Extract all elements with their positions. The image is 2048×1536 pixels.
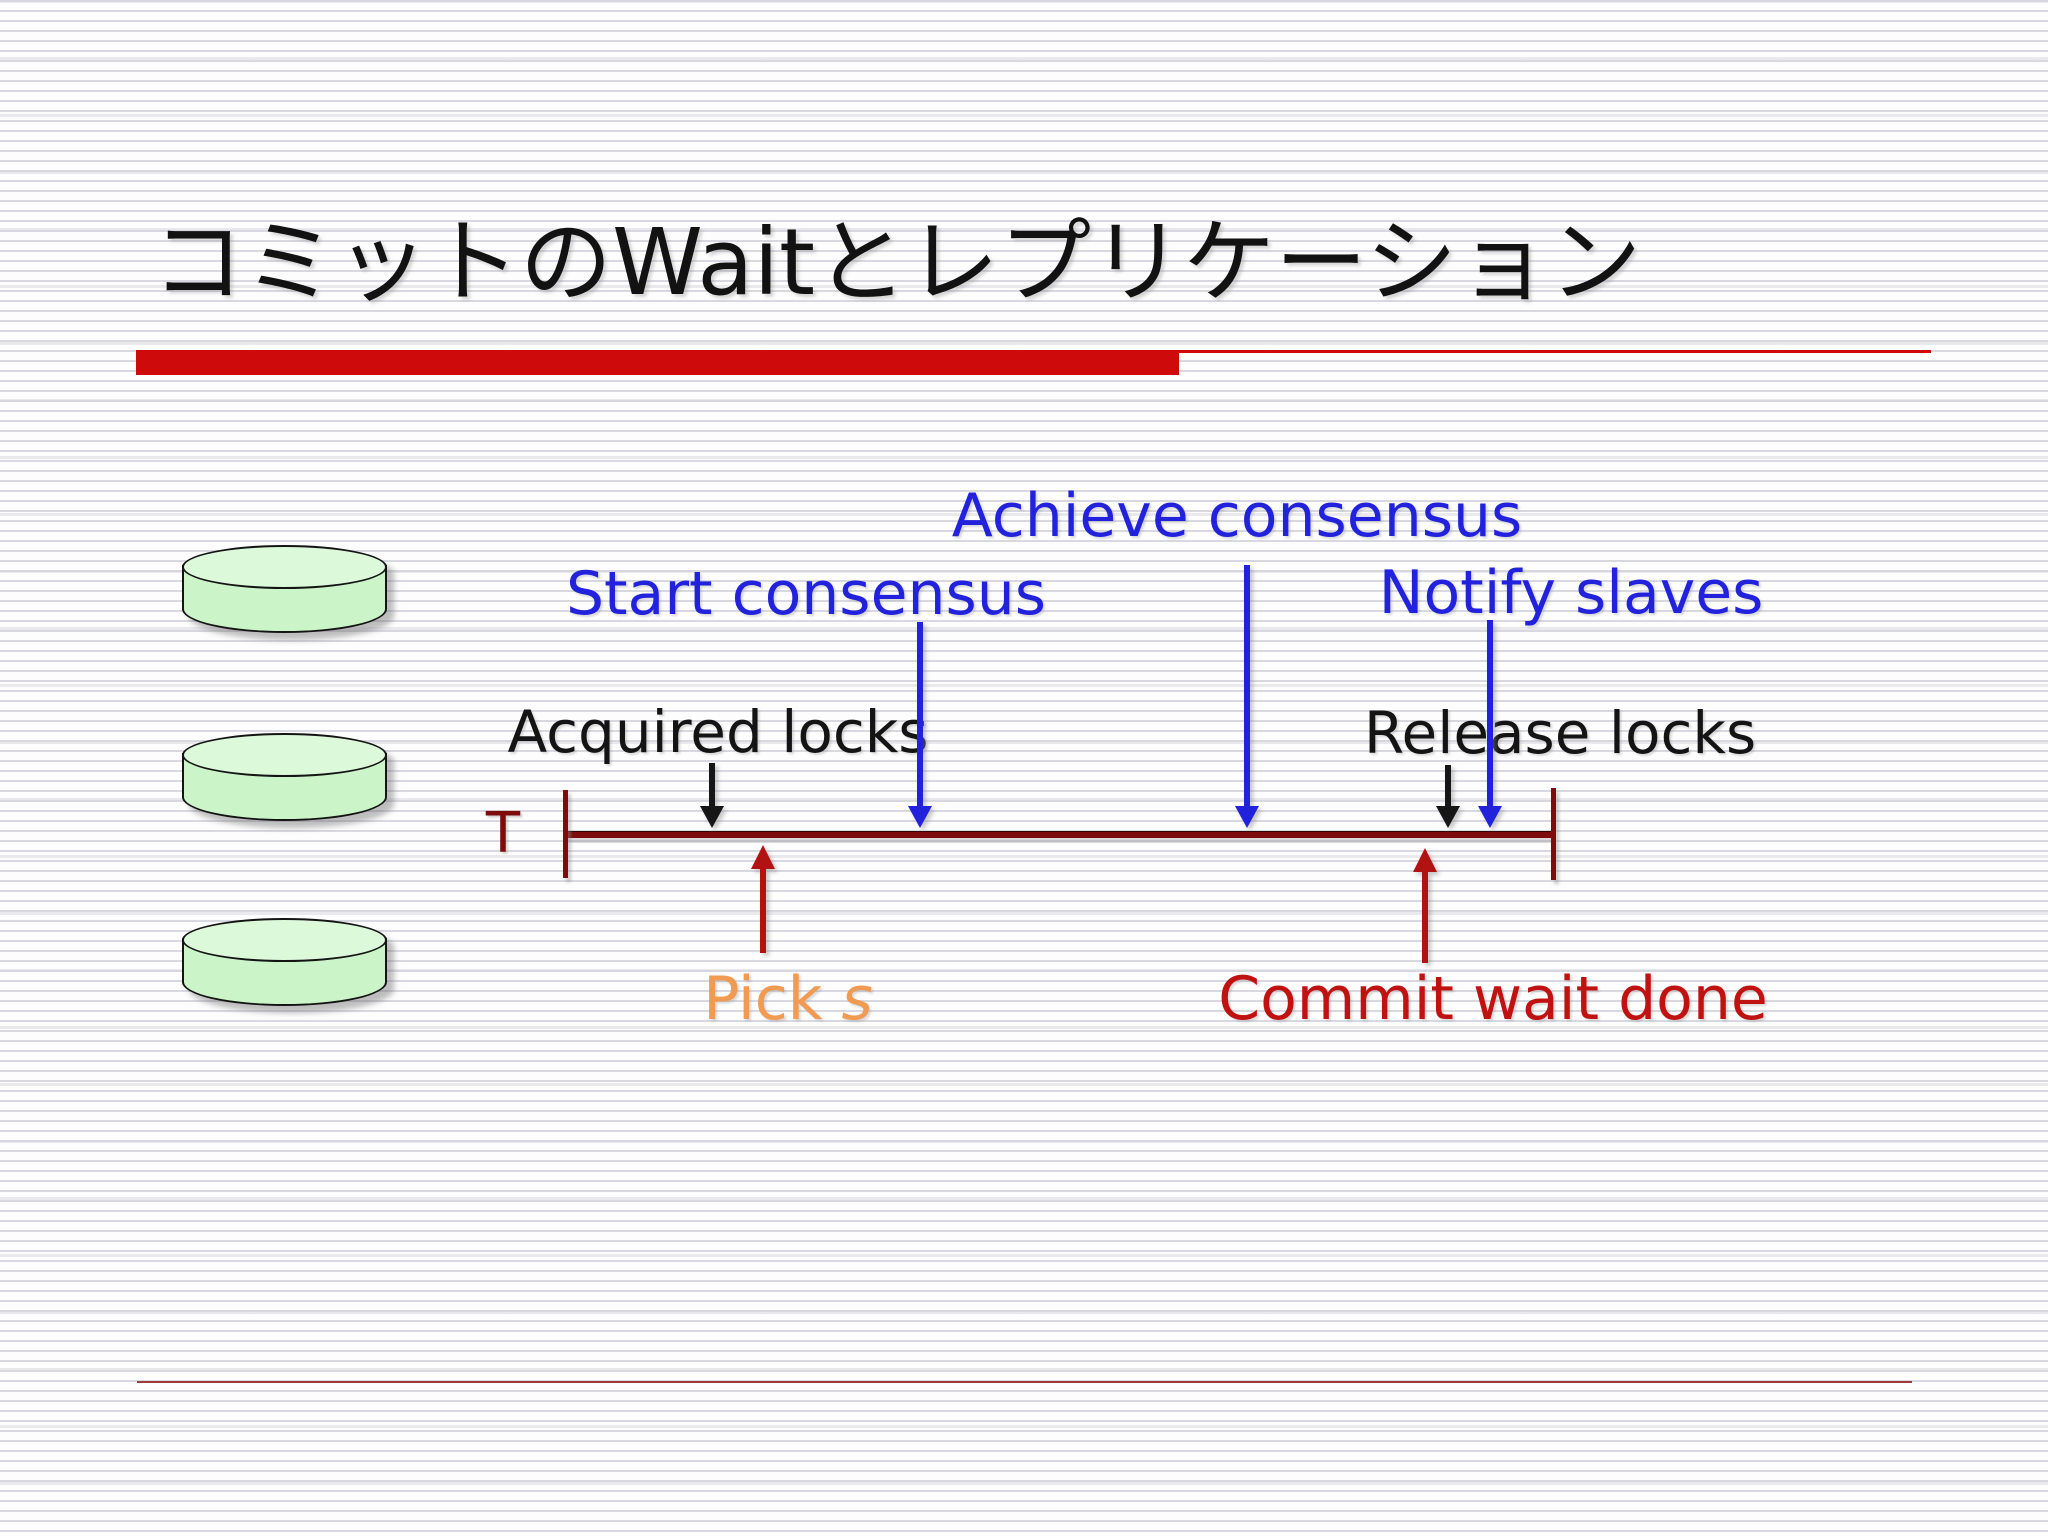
cylinder-top-face: [182, 545, 387, 589]
arrow-head-down: [1478, 806, 1502, 828]
cylinder-top-face: [182, 733, 387, 777]
arrow-head-down: [1235, 806, 1259, 828]
arrow-shaft: [917, 622, 923, 806]
commit-wait-done-label: Commit wait done: [1218, 964, 1768, 1034]
arrow-head-down: [1436, 806, 1460, 828]
acquired-locks-label: Acquired locks: [507, 698, 929, 766]
release-locks-arrow-icon: [1436, 765, 1460, 828]
arrow-shaft: [1487, 620, 1493, 806]
timeline-axis-label: T: [485, 801, 521, 866]
arrow-head-down: [908, 806, 932, 828]
start-consensus-label: Start consensus: [565, 559, 1047, 629]
arrow-head-down: [700, 806, 724, 828]
arrow-shaft: [1244, 565, 1250, 806]
pick-s-label-prefix: Pick: [703, 964, 842, 1034]
arrow-head-up: [1413, 848, 1437, 872]
commit-wait-done-arrow-icon: [1413, 848, 1437, 963]
timeline-end-tick: [1551, 788, 1556, 880]
arrow-shaft: [760, 869, 766, 953]
pick-s-arrow-icon: [751, 845, 775, 953]
notify-slaves-arrow-icon: [1478, 620, 1502, 828]
pick-s-label: Pick s: [703, 969, 873, 1029]
database-cylinder-icon: [182, 918, 387, 1008]
arrow-shaft: [1422, 872, 1428, 963]
release-locks-label: Release locks: [1363, 699, 1757, 767]
arrow-head-up: [751, 845, 775, 869]
achieve-consensus-label: Achieve consensus: [951, 481, 1523, 551]
notify-slaves-label: Notify slaves: [1378, 558, 1764, 628]
start-consensus-arrow-icon: [908, 622, 932, 828]
footer-rule-line: [137, 1381, 1912, 1383]
page-title: コミットのWaitとレプリケーション: [152, 209, 1642, 316]
achieve-consensus-arrow-icon: [1235, 565, 1259, 828]
arrow-shaft: [1445, 765, 1451, 806]
title-underline-bar: [136, 350, 1179, 375]
database-cylinder-icon: [182, 545, 387, 635]
database-cylinder-icon: [182, 733, 387, 823]
acquired-locks-arrow-icon: [700, 763, 724, 828]
pick-s-label-variable: s: [841, 964, 873, 1034]
arrow-shaft: [709, 763, 715, 806]
cylinder-top-face: [182, 918, 387, 962]
timeline-bar: [565, 831, 1553, 838]
title-underline-thin-line: [1179, 350, 1931, 353]
timeline-start-tick: [563, 790, 568, 878]
